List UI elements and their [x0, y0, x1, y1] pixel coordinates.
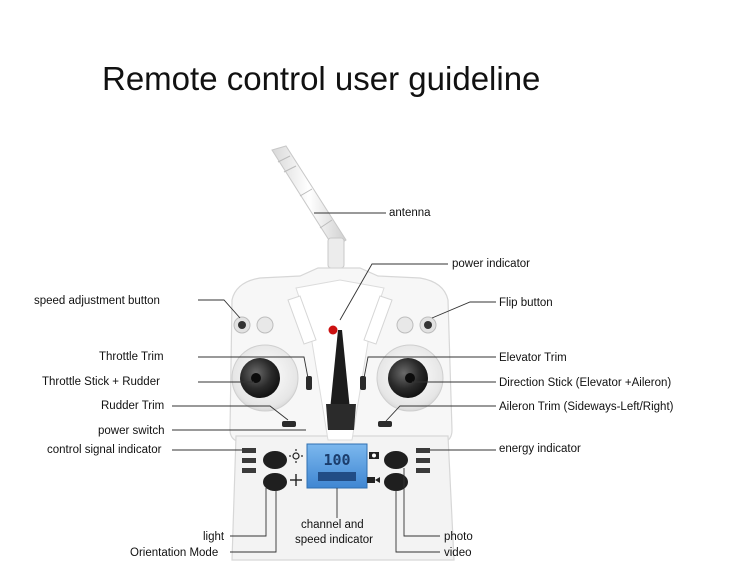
- lcd-digits: 100: [323, 451, 350, 469]
- label-direction-stick: Direction Stick (Elevator +Aileron): [499, 377, 672, 389]
- light-button[interactable]: [263, 451, 287, 469]
- controller-body: [229, 267, 455, 561]
- rudder-trim[interactable]: [282, 421, 296, 427]
- energy-indicator: [416, 448, 430, 473]
- label-antenna: antenna: [389, 207, 431, 219]
- left-top-button[interactable]: [256, 316, 274, 334]
- label-video: video: [444, 547, 472, 559]
- label-power-indicator: power indicator: [452, 258, 530, 270]
- leader-lines: [172, 212, 496, 553]
- speed-adjustment-button[interactable]: [233, 316, 251, 334]
- label-energy-indicator: energy indicator: [499, 443, 581, 455]
- right-top-button[interactable]: [396, 316, 414, 334]
- video-button[interactable]: [384, 473, 408, 491]
- label-channel-speed-2: speed indicator: [295, 534, 373, 546]
- camera-icon: [369, 452, 379, 459]
- label-power-switch: power switch: [98, 425, 165, 437]
- light-icon: [289, 449, 303, 463]
- label-aileron-trim: Aileron Trim (Sideways-Left/Right): [499, 401, 674, 413]
- aileron-trim[interactable]: [378, 421, 392, 427]
- page-title: Remote control user guideline: [102, 60, 541, 97]
- label-flip-button: Flip button: [499, 297, 553, 309]
- label-channel-speed-1: channel and: [301, 519, 364, 531]
- power-indicator-led: [328, 325, 338, 335]
- control-signal-indicator: [242, 448, 256, 473]
- label-rudder-trim: Rudder Trim: [101, 400, 165, 412]
- label-control-signal-indicator: control signal indicator: [47, 444, 162, 456]
- label-throttle-stick: Throttle Stick + Rudder: [42, 376, 160, 388]
- label-elevator-trim: Elevator Trim: [499, 352, 567, 364]
- label-throttle-trim: Throttle Trim: [99, 351, 164, 363]
- label-light: light: [203, 531, 225, 543]
- label-photo: photo: [444, 531, 473, 543]
- orientation-mode-button[interactable]: [263, 473, 287, 491]
- video-icon: [367, 477, 380, 483]
- antenna: [271, 145, 347, 269]
- direction-stick[interactable]: [376, 344, 444, 412]
- flip-button[interactable]: [419, 316, 437, 334]
- elevator-trim[interactable]: [360, 376, 366, 390]
- label-speed-adjustment-button: speed adjustment button: [34, 295, 160, 307]
- channel-speed-lcd: 100: [306, 443, 368, 489]
- throttle-trim[interactable]: [306, 376, 312, 390]
- label-orientation-mode: Orientation Mode: [130, 547, 219, 559]
- photo-button[interactable]: [384, 451, 408, 469]
- plus-icon: [290, 474, 302, 486]
- throttle-stick[interactable]: [231, 344, 299, 412]
